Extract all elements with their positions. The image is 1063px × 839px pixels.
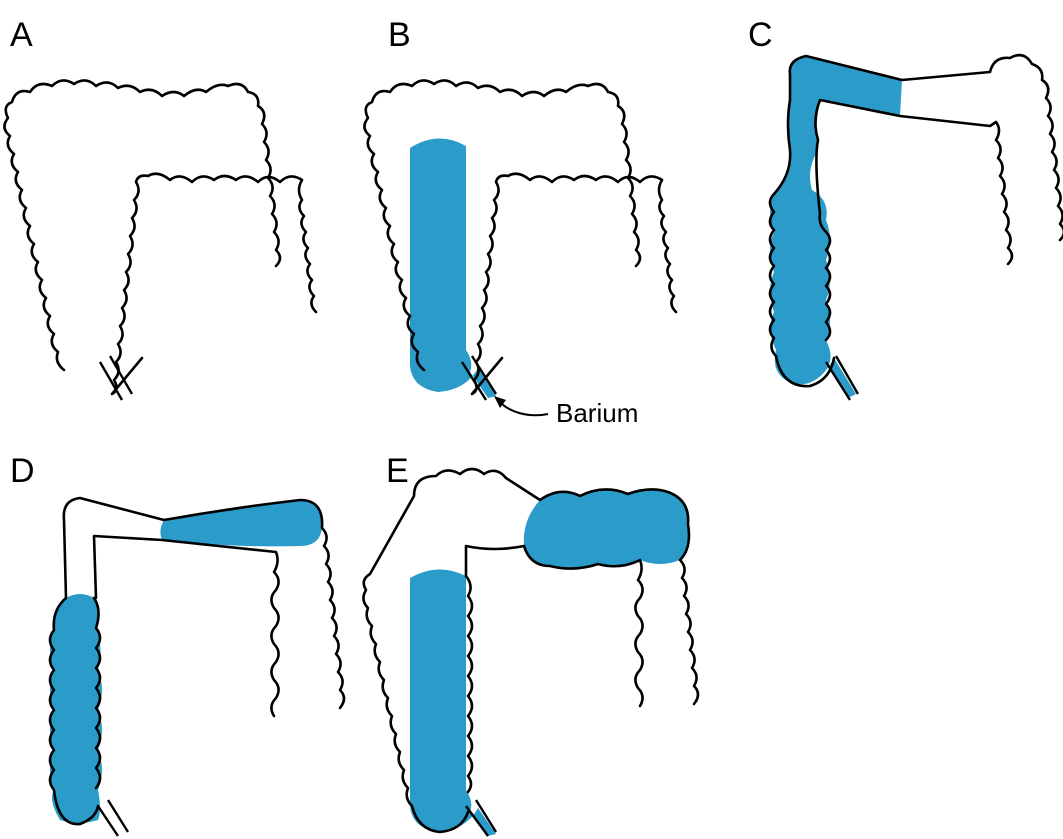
- barium-arrow: [494, 396, 548, 415]
- barium-fill-e-descending: [410, 569, 496, 836]
- barium-fill-b: [410, 138, 496, 398]
- panel-b: B Barium: [364, 16, 676, 428]
- rectal-tube-d: [98, 800, 128, 836]
- barium-fill-d-descending: [50, 594, 102, 823]
- panel-label-e: E: [386, 452, 409, 490]
- colon-outline-a: [4, 80, 316, 394]
- panel-label-b: B: [388, 16, 411, 54]
- panel-label-d: D: [10, 452, 35, 490]
- panel-c: C: [748, 16, 1063, 400]
- barium-label: Barium: [556, 398, 638, 428]
- panel-d: D: [10, 452, 344, 836]
- panel-e: E: [363, 452, 698, 836]
- panel-label-a: A: [10, 16, 33, 54]
- barium-fill-e-transverse: [524, 489, 689, 568]
- panel-label-c: C: [748, 16, 773, 54]
- panel-a: A: [4, 16, 316, 400]
